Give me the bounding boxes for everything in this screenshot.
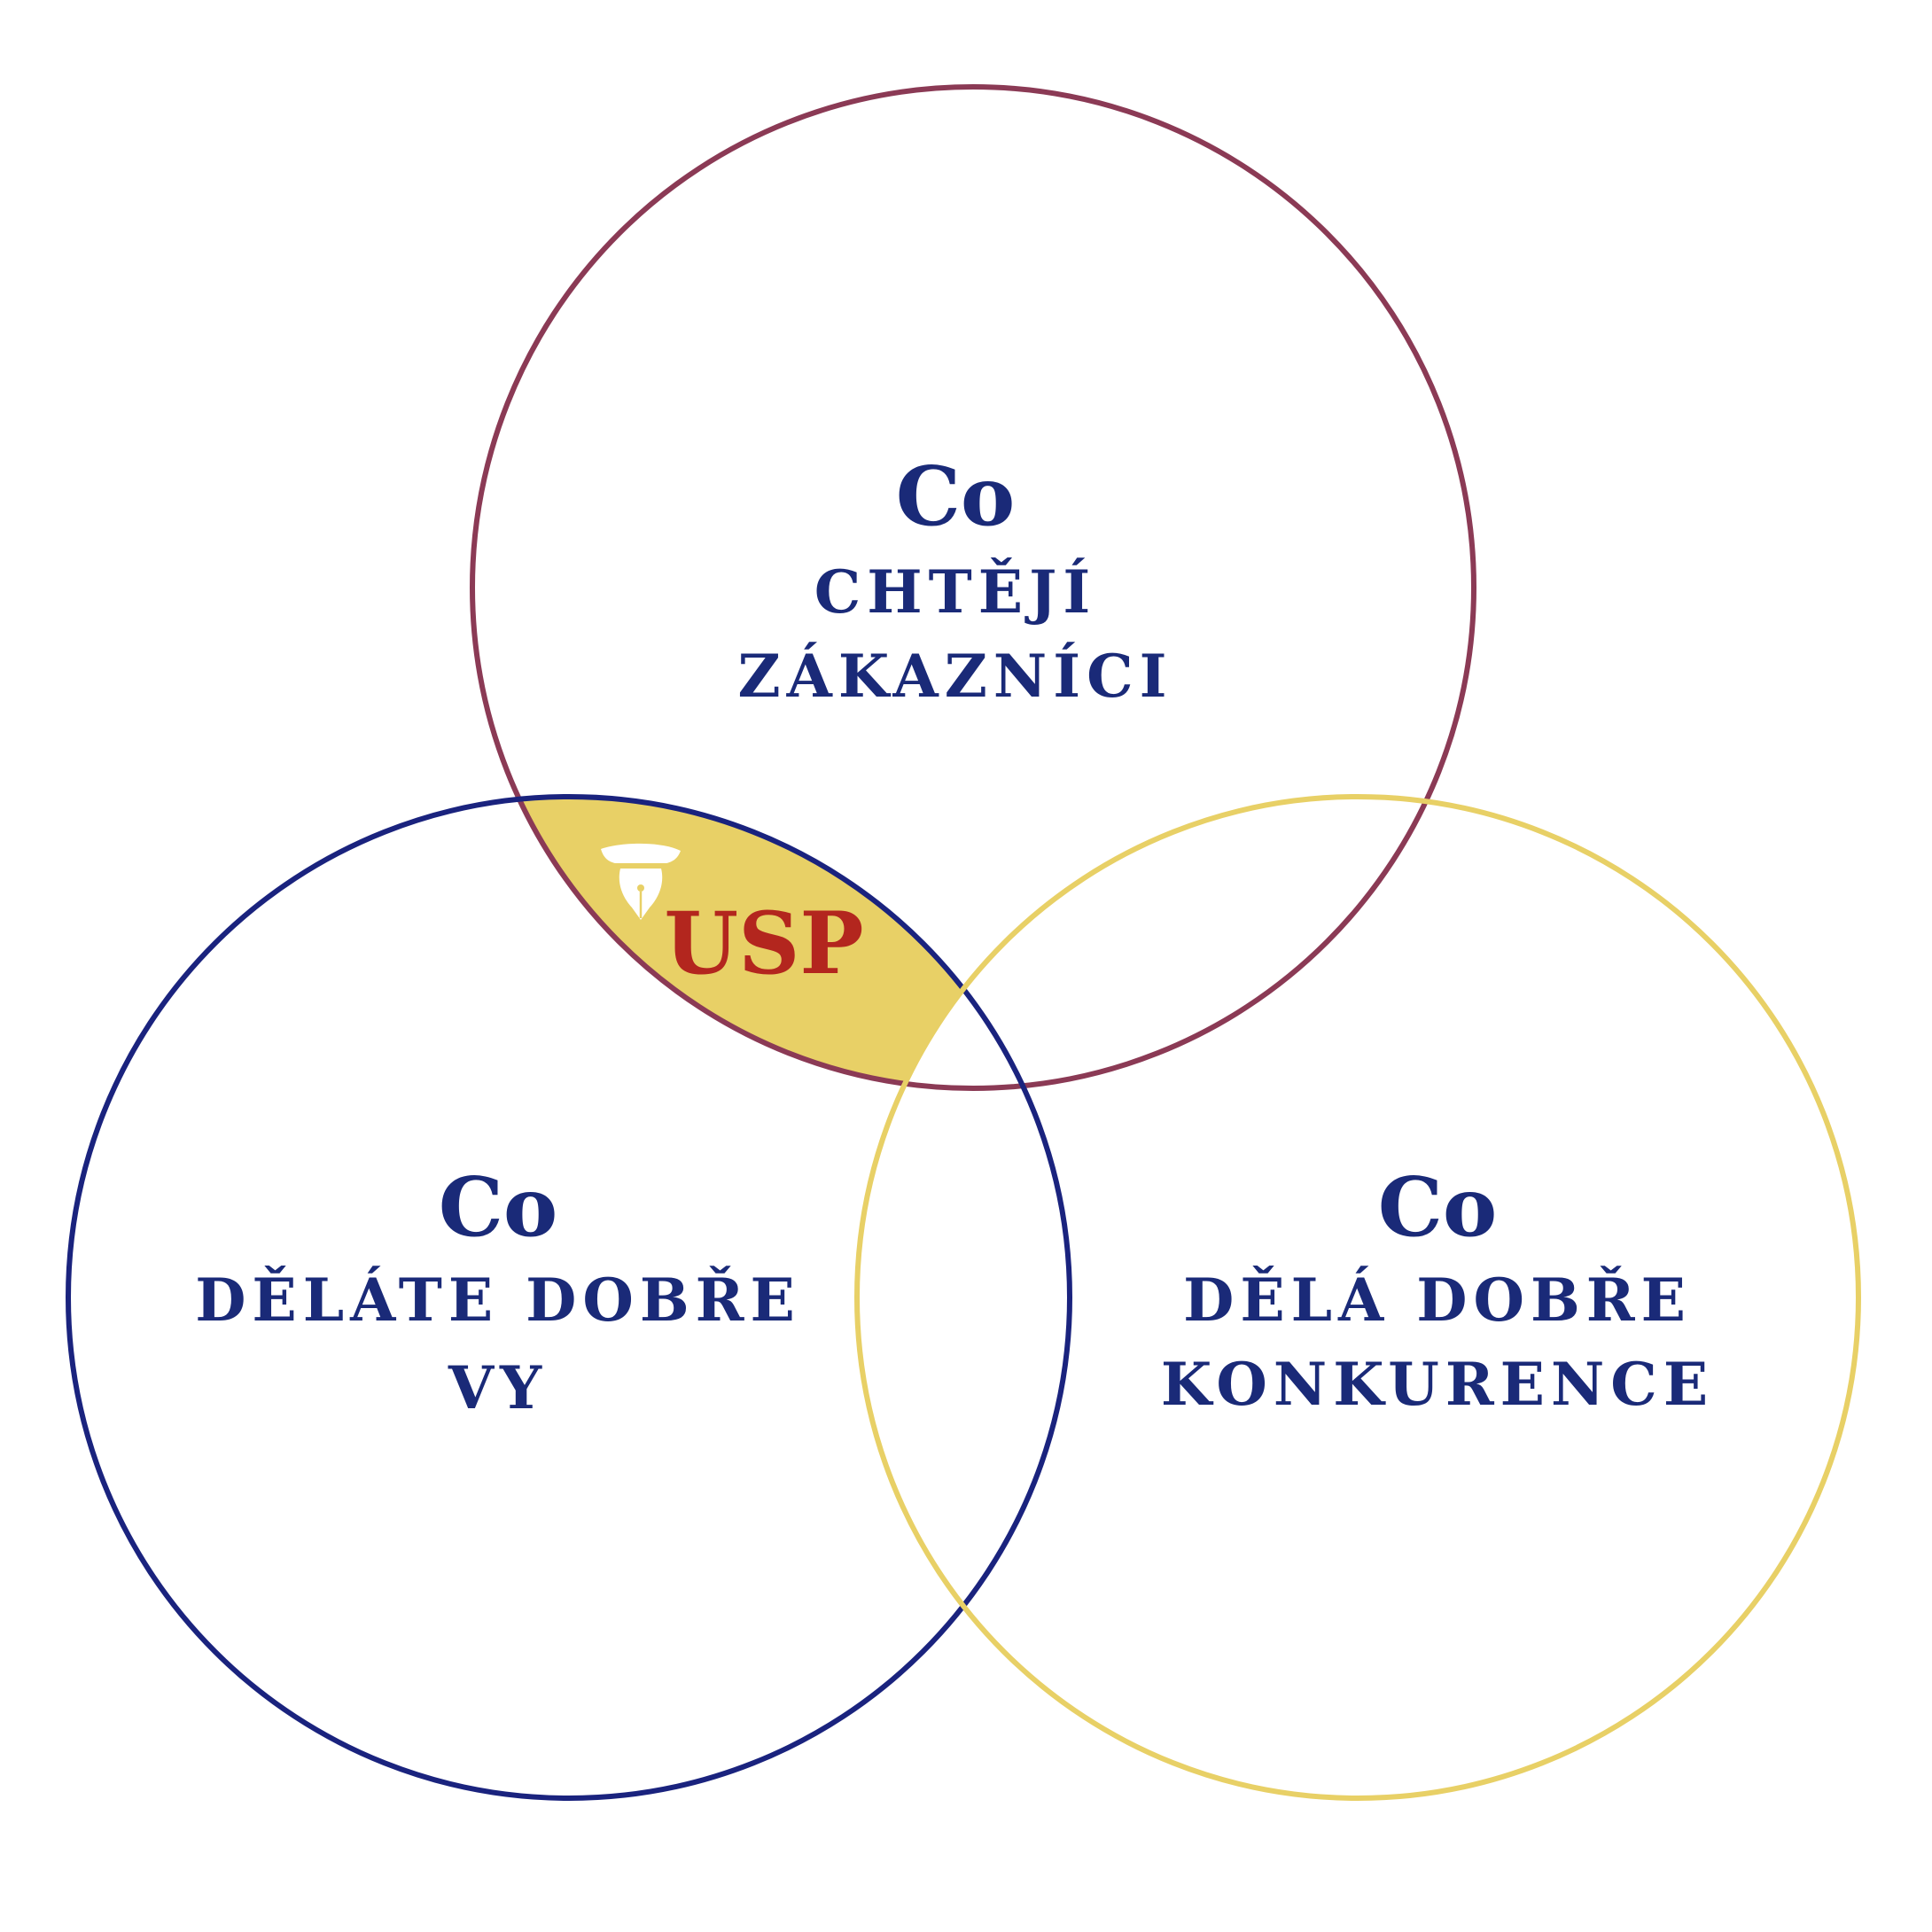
competition-label-line3: KONKURENCE [1161, 1350, 1714, 1419]
usp-knockout [857, 797, 1474, 1088]
usp-label: USP [664, 893, 863, 993]
you-label-line3: VY [448, 1353, 548, 1422]
you-label: Co DĚLÁTE DOBŘE VY [195, 1159, 801, 1422]
customers-circle [470, 84, 1476, 1091]
customers-label: Co CHTĚJÍ ZÁKAZNÍCI [737, 448, 1172, 711]
usp-highlight [472, 797, 1070, 1088]
competition-label-line1: Co [1378, 1159, 1498, 1255]
you-label-line2: DĚLÁTE DOBŘE [195, 1266, 801, 1335]
usp-region [472, 797, 1474, 1088]
you-circle [66, 794, 1072, 1801]
fountain-pen-logo-icon [601, 843, 681, 920]
competition-label-line2: DĚLÁ DOBŘE [1183, 1266, 1692, 1335]
customers-label-line2: CHTĚJÍ [814, 557, 1096, 627]
competition-circle [854, 794, 1861, 1801]
you-label-line1: Co [439, 1159, 558, 1255]
customers-label-line1: Co [896, 448, 1016, 544]
customers-label-line3: ZÁKAZNÍCI [737, 642, 1172, 711]
competition-label: Co DĚLÁ DOBŘE KONKURENCE [1161, 1159, 1714, 1419]
